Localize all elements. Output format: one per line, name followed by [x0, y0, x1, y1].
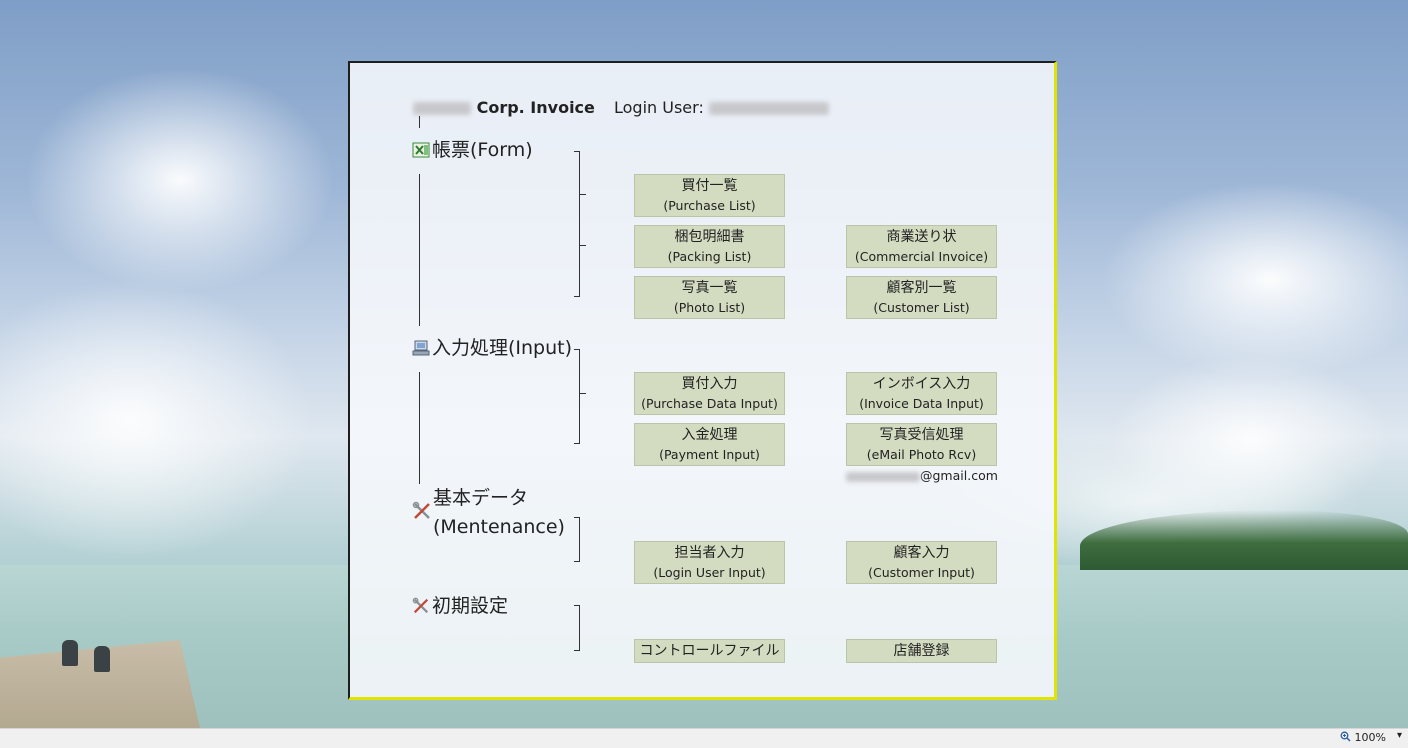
section-input-title: 入力処理(Input): [412, 334, 572, 362]
button-sublabel: (Customer List): [873, 299, 970, 315]
zoom-control[interactable]: 100%: [1340, 731, 1386, 744]
section-form-title: 帳票(Form): [412, 136, 533, 164]
button-label: コントロールファイル: [639, 642, 780, 659]
computer-icon: [412, 337, 430, 356]
purchase-data-input-button[interactable]: 買付入力 (Purchase Data Input): [634, 372, 785, 415]
invoice-data-input-button[interactable]: インボイス入力 (Invoice Data Input): [846, 372, 997, 415]
section-input-label: 入力処理(Input): [432, 337, 573, 359]
main-menu-panel: Corp. Invoice Login User: 帳票(Form) 買付一覧 …: [348, 61, 1057, 700]
chevron-down-icon[interactable]: ▾: [1396, 730, 1402, 741]
button-label: 店舗登録: [893, 642, 950, 659]
button-sublabel: (Invoice Data Input): [859, 395, 984, 411]
tree-bracket: [574, 151, 580, 297]
store-registration-button[interactable]: 店舗登録: [846, 639, 997, 663]
tree-line: [419, 174, 420, 326]
packing-list-button[interactable]: 梱包明細書 (Packing List): [634, 225, 785, 268]
control-file-button[interactable]: コントロールファイル: [634, 639, 785, 663]
button-label: 買付入力: [681, 375, 738, 392]
section-maintenance-sublabel: (Mentenance): [433, 516, 565, 538]
button-sublabel: (Purchase List): [663, 197, 756, 213]
button-label: 買付一覧: [681, 177, 738, 194]
tree-tick: [580, 393, 586, 394]
background-island: [1080, 510, 1408, 570]
section-initial-settings-title: 初期設定: [412, 592, 508, 620]
zoom-level: 100%: [1354, 731, 1386, 744]
button-label: 入金処理: [681, 426, 738, 443]
tree-line: [419, 116, 420, 128]
button-label: 顧客入力: [893, 544, 950, 561]
button-label: 写真受信処理: [879, 426, 964, 443]
status-bar: 100% ▾: [0, 728, 1408, 748]
tree-bracket: [574, 605, 580, 651]
button-label: 担当者入力: [674, 544, 745, 561]
button-label: インボイス入力: [872, 375, 971, 392]
login-user-label: Login User:: [614, 98, 704, 117]
button-label: 梱包明細書: [674, 228, 745, 245]
zoom-icon: [1340, 731, 1355, 744]
button-label: 顧客別一覧: [886, 279, 957, 296]
button-sublabel: (Photo List): [673, 299, 746, 315]
section-maintenance-label: 基本データ: [433, 487, 529, 509]
tree-line: [419, 372, 420, 484]
background-person: [94, 646, 110, 672]
button-sublabel: (Purchase Data Input): [641, 395, 778, 411]
button-sublabel: (eMail Photo Rcv): [866, 446, 977, 462]
button-sublabel: (Customer Input): [868, 564, 975, 580]
purchase-list-button[interactable]: 買付一覧 (Purchase List): [634, 174, 785, 217]
tree-bracket: [574, 517, 580, 562]
company-title: Corp. Invoice: [413, 98, 595, 117]
tree-bracket: [574, 349, 580, 444]
button-sublabel: (Packing List): [667, 248, 752, 264]
customer-input-button[interactable]: 顧客入力 (Customer Input): [846, 541, 997, 584]
section-initial-settings-label: 初期設定: [432, 595, 509, 617]
background-person: [62, 640, 78, 666]
photo-list-button[interactable]: 写真一覧 (Photo List): [634, 276, 785, 319]
section-form-label: 帳票(Form): [432, 139, 533, 161]
login-user-input-button[interactable]: 担当者入力 (Login User Input): [634, 541, 785, 584]
commercial-invoice-button[interactable]: 商業送り状 (Commercial Invoice): [846, 225, 997, 268]
button-label: 商業送り状: [886, 228, 957, 245]
login-user: Login User:: [614, 98, 829, 117]
button-sublabel: (Login User Input): [653, 564, 766, 580]
button-label: 写真一覧: [681, 279, 738, 296]
email-photo-rcv-button[interactable]: 写真受信処理 (eMail Photo Rcv): [846, 423, 997, 466]
redacted-company-name: [413, 102, 471, 115]
button-sublabel: (Payment Input): [659, 446, 760, 462]
redacted-login-user: [708, 102, 829, 115]
tools-icon: [412, 501, 432, 525]
button-sublabel: (Commercial Invoice): [854, 248, 989, 264]
payment-input-button[interactable]: 入金処理 (Payment Input): [634, 423, 785, 466]
tools-icon: [412, 595, 430, 614]
tree-tick: [580, 245, 586, 246]
tree-tick: [580, 194, 586, 195]
email-domain: @gmail.com: [920, 468, 998, 483]
company-title-text: Corp. Invoice: [476, 98, 595, 117]
customer-list-button[interactable]: 顧客別一覧 (Customer List): [846, 276, 997, 319]
photo-email-address: @gmail.com: [846, 468, 998, 483]
redacted-email-user: [846, 471, 920, 482]
excel-icon: [412, 139, 430, 158]
